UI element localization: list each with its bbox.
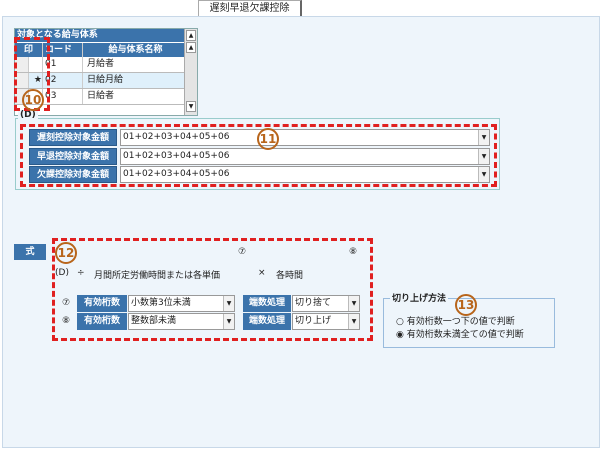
row-mark: ★ [29, 73, 43, 88]
chevron-down-icon: ▼ [223, 314, 234, 329]
row-mark-7: ⑦ [62, 298, 71, 308]
field-label: 早退控除対象金額 [29, 148, 117, 165]
row-name: 日給月給 [83, 73, 185, 88]
formula-d: (D) [55, 268, 69, 278]
digits-label: 有効桁数 [77, 295, 127, 312]
col-name: 給与体系名称 [83, 43, 185, 57]
radio-option-one-below[interactable]: ○ 有効桁数一つ下の値で判断 [396, 317, 515, 327]
roundup-method-group: 切り上げ方法 ○ 有効桁数一つ下の値で判断 ◉ 有効桁数未満全ての値で判断 [383, 291, 555, 348]
col-mark: 印 [15, 43, 43, 57]
mark-8: ⑧ [349, 247, 358, 257]
field-label: 欠課控除対象金額 [29, 166, 117, 183]
round-select-7[interactable]: 切り捨て▼ [292, 295, 360, 312]
round-label: 端数処理 [243, 313, 291, 330]
chevron-down-icon: ▼ [478, 130, 489, 145]
formula-hours: 各時間 [276, 271, 304, 281]
grid-title: 対象となる給与体系 [15, 29, 185, 42]
early-deduction-select[interactable]: 01+02+03+04+05+06▼ [120, 148, 490, 165]
digits-select-7[interactable]: 小数第3位未満▼ [128, 295, 235, 312]
d-section-label: (D) [18, 110, 38, 120]
chevron-down-icon: ▼ [348, 314, 359, 329]
annotation-box-12 [52, 238, 373, 341]
absence-deduction-select[interactable]: 01+02+03+04+05+06▼ [120, 166, 490, 183]
formula-button[interactable]: 式 [14, 244, 46, 260]
scroll-top-icon: ▲ [186, 30, 196, 41]
formula-times: × [258, 268, 266, 278]
grid-header: 印 コード 給与体系名称 [15, 42, 185, 57]
field-label: 遅刻控除対象金額 [29, 129, 117, 146]
chevron-down-icon: ▼ [223, 296, 234, 311]
roundup-title: 切り上げ方法 [390, 291, 449, 304]
chevron-down-icon: ▼ [478, 149, 489, 164]
formula-divide: ÷ [77, 268, 85, 278]
chevron-down-icon: ▼ [348, 296, 359, 311]
round-select-8[interactable]: 切り上げ▼ [292, 313, 360, 330]
mark-7: ⑦ [238, 247, 247, 257]
digits-select-8[interactable]: 整数部未満▼ [128, 313, 235, 330]
annotation-box-11 [20, 124, 497, 187]
callout-12: 12 [55, 242, 77, 264]
row-code: 03 [43, 89, 83, 104]
radio-option-all-below[interactable]: ◉ 有効桁数未満全ての値で判断 [396, 330, 524, 340]
tab-late-early-absence[interactable]: 遅刻早退欠課控除 [198, 0, 302, 16]
formula-divisor: 月間所定労働時間または各単価 [94, 271, 221, 281]
row-name: 日給者 [83, 89, 185, 104]
callout-13: 13 [455, 294, 477, 316]
callout-10: 10 [22, 89, 44, 111]
row-name: 月給者 [83, 57, 185, 72]
grid-scrollbar[interactable]: ▲▲ ▼ [184, 29, 197, 115]
chevron-down-icon: ▼ [478, 167, 489, 182]
row-mark-8: ⑧ [62, 316, 71, 326]
scroll-down-icon: ▼ [186, 101, 196, 112]
col-code: コード [43, 43, 83, 57]
round-label: 端数処理 [243, 295, 291, 312]
scroll-up-icon: ▲ [186, 42, 196, 53]
row-code: 02 [43, 73, 83, 88]
callout-11: 11 [257, 128, 279, 150]
row-code: 01 [43, 57, 83, 72]
row-mark [29, 57, 43, 72]
digits-label: 有効桁数 [77, 313, 127, 330]
late-deduction-select[interactable]: 01+02+03+04+05+06▼ [120, 129, 490, 146]
